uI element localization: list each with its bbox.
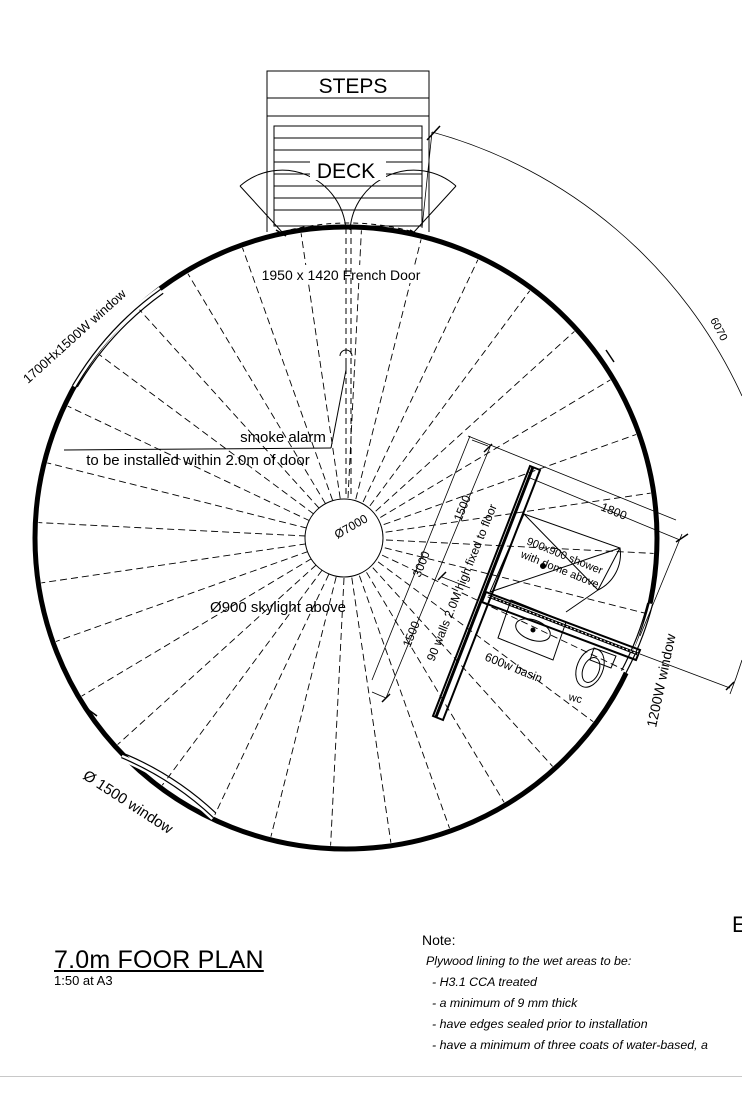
skylight-circle: [304, 498, 384, 578]
rafter-line: [38, 522, 307, 537]
wc-fixture: [575, 647, 617, 688]
bathroom-walls: [431, 464, 642, 722]
shower-fixture: [489, 513, 621, 613]
steps-label: STEPS: [319, 75, 388, 98]
rafter-line: [377, 561, 594, 723]
rafter-line: [380, 379, 611, 518]
rafter-line: [385, 492, 651, 533]
note-intro: Plywood lining to the wet areas to be:: [426, 954, 632, 968]
bathroom-dimensions: [371, 435, 735, 703]
rafter-line: [117, 564, 317, 745]
rafter-line: [358, 575, 450, 829]
arc-dimension: [421, 125, 742, 695]
rafter-line: [383, 434, 637, 526]
rafter-line: [369, 290, 531, 507]
basin-fixture: [497, 599, 567, 661]
rafter-line: [41, 543, 307, 584]
rafter-line: [47, 462, 308, 529]
note-heading: Note:: [422, 932, 456, 948]
drawing-title-block: 7.0m FOOR PLAN 1:50 at A3: [54, 946, 264, 988]
wc-label: wc: [566, 691, 583, 706]
dimension-1800: 1800: [599, 500, 629, 523]
basin-label: 600w basin: [483, 650, 545, 686]
rafter-line: [330, 577, 345, 846]
rafter-line: [98, 353, 315, 515]
dimension-1500-top: 1500: [451, 493, 474, 523]
note-item: - a minimum of 9 mm thick: [432, 996, 578, 1010]
window-label-left-top: 1700Hx1500W window: [20, 286, 129, 387]
note-item: - have edges sealed prior to installatio…: [432, 1017, 648, 1031]
smoke-alarm-leader: [63, 349, 353, 451]
note-item: - have a minimum of three coats of water…: [432, 1038, 708, 1052]
dimension-1500-bottom: 1500: [400, 619, 423, 649]
smoke-alarm-label-line2: to be installed within 2.0m of door: [86, 452, 309, 469]
rafter-line: [270, 576, 337, 837]
skylight-label: Ø900 skylight above: [210, 599, 346, 616]
window-label-right: 1200W window: [643, 632, 679, 729]
note-block: Note: Plywood lining to the wet areas to…: [422, 932, 742, 1056]
rafter-line: [384, 547, 645, 614]
french-door-label: 1950 x 1420 French Door: [262, 267, 421, 283]
note-item: - H3.1 CCA treated: [432, 975, 537, 989]
rafter-line: [213, 573, 330, 817]
drawing-title: 7.0m FOOR PLAN: [54, 946, 264, 974]
rafter-line: [67, 405, 311, 522]
cut-off-letter: E: [732, 912, 742, 937]
dimension-3000: 3000: [410, 549, 433, 579]
steps-and-deck: [239, 70, 457, 233]
rafter-line: [385, 539, 654, 554]
deck-label: DECK: [317, 160, 375, 183]
rafter-line: [362, 259, 479, 503]
rafter-line: [161, 569, 323, 786]
wall-ticks: [85, 229, 615, 717]
rafter-line: [351, 577, 392, 843]
rafter-line: [242, 247, 334, 501]
rafter-line: [55, 550, 309, 642]
rafter-line: [81, 558, 312, 697]
rafter-line: [375, 331, 575, 512]
radial-rafter-lines: [38, 230, 654, 846]
page-divider: [0, 1076, 742, 1077]
drawing-scale: 1:50 at A3: [54, 973, 113, 988]
rafter-line: [381, 554, 625, 671]
rafter-line: [187, 273, 326, 504]
rafter-line: [366, 572, 505, 803]
arc-dimension-label: 6070: [707, 316, 729, 343]
smoke-alarm-label-line1: smoke alarm: [240, 429, 326, 446]
rafter-line: [139, 309, 320, 509]
